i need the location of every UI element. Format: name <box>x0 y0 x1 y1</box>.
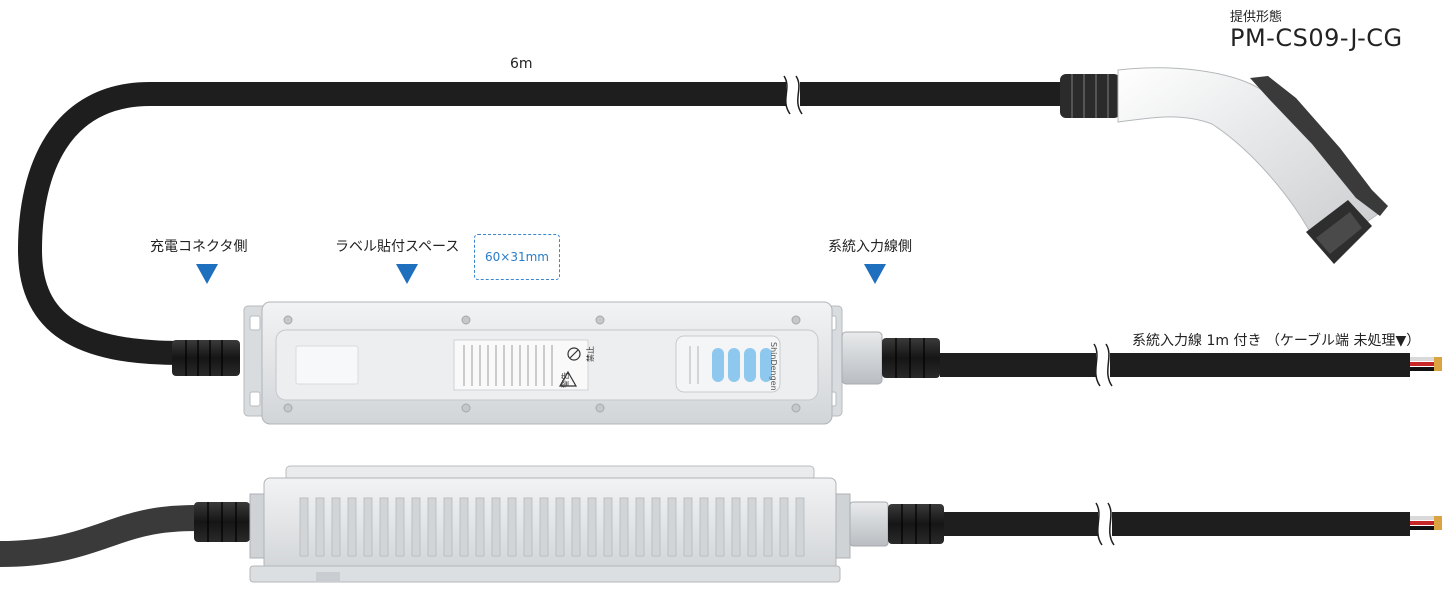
system-input-cable-top <box>940 343 1442 387</box>
system-input-cable-label: 系統入力線 1m 付き （ケーブル端 未処理▼） <box>1132 333 1421 349</box>
warning-triangle-icon <box>558 370 578 387</box>
cable-break-icon <box>783 75 803 115</box>
brand-logo: ShinDengen <box>769 342 778 391</box>
system-input-side-arrow-icon <box>864 264 886 284</box>
label-space-label: ラベル貼付スペース <box>335 239 460 255</box>
label-size-box: 60×31mm <box>474 234 560 280</box>
status-indicators <box>712 348 772 382</box>
model-number: PM-CS09-J-CG <box>1230 24 1403 52</box>
connector-side-arrow-icon <box>196 264 218 284</box>
charging-plug <box>1060 67 1388 264</box>
label-size-text: 60×31mm <box>485 250 549 264</box>
prohibit-icon <box>567 347 581 361</box>
connector-side-label: 充電コネクタ側 <box>150 239 248 255</box>
prohibit-title: 禁止 <box>586 346 595 362</box>
cable-length-label: 6m <box>510 56 533 72</box>
indicator-charging <box>744 348 756 382</box>
charger-unit-side <box>0 465 944 583</box>
supply-form-label: 提供形態 <box>1230 10 1283 25</box>
charger-unit-front <box>172 301 940 425</box>
system-input-side-label: 系統入力線側 <box>828 239 912 255</box>
indicator-in-use <box>760 348 772 382</box>
system-input-cable-bottom <box>944 502 1442 546</box>
indicator-communication <box>712 348 724 382</box>
charging-cable <box>17 82 1070 365</box>
label-space-arrow-icon <box>396 264 418 284</box>
indicator-error <box>728 348 740 382</box>
warning-title: 警告 <box>561 372 570 388</box>
